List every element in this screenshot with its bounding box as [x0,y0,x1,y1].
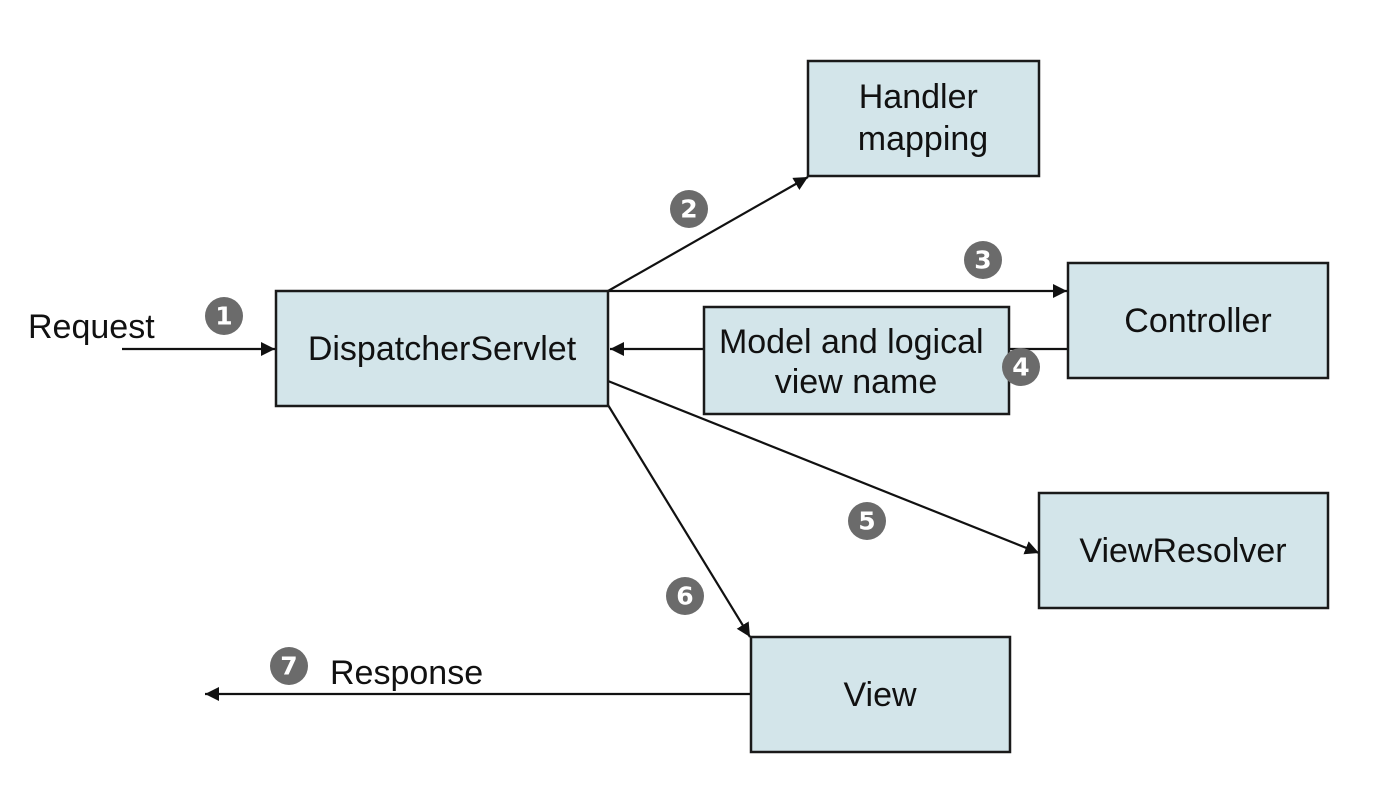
step-badge-3: 3 [964,241,1002,279]
dispatcher-servlet-label: DispatcherServlet [308,330,577,368]
step-badge-7-text: 7 [280,652,297,681]
step-badge-5-text: 5 [858,507,875,536]
step-badge-4: 4 [1002,348,1040,386]
node-view: View [749,635,1012,754]
step-badge-5: 5 [848,502,886,540]
model-view-line-1: Model and logical [719,323,984,361]
node-view-resolver: ViewResolver [1037,491,1330,610]
step-badge-1: 1 [205,297,243,335]
edges [122,176,1067,701]
edge-to-view [607,404,751,638]
handler-mapping-line-2: mapping [858,120,988,158]
node-controller: Controller [1066,261,1330,380]
edge-to-handler-mapping [607,176,809,292]
step-badge-6-text: 6 [676,582,693,611]
handler-mapping-line-1: Handler [859,78,978,116]
controller-label: Controller [1124,302,1271,340]
view-resolver-label: ViewResolver [1079,532,1286,570]
node-model-view-name: Model and logical view name [702,305,1011,416]
step-badge-3-text: 3 [974,246,991,275]
handler-mapping-label: Handler mapping [858,78,988,158]
step-badge-1-text: 1 [215,302,232,331]
node-dispatcher-servlet: DispatcherServlet [274,289,610,408]
node-handler-mapping: Handler mapping [806,59,1041,178]
step-badge-2-text: 2 [680,195,697,224]
step-badge-6: 6 [666,577,704,615]
view-label: View [843,676,917,714]
model-view-name-label: Model and logical view name [719,323,993,401]
step-badge-2: 2 [670,190,708,228]
step-badge-4-text: 4 [1012,353,1029,382]
step-badge-7: 7 [270,647,308,685]
model-view-line-2: view name [775,363,938,401]
response-label: Response [330,654,483,692]
request-label: Request [28,308,155,346]
edge-to-view-resolver [607,379,1040,555]
